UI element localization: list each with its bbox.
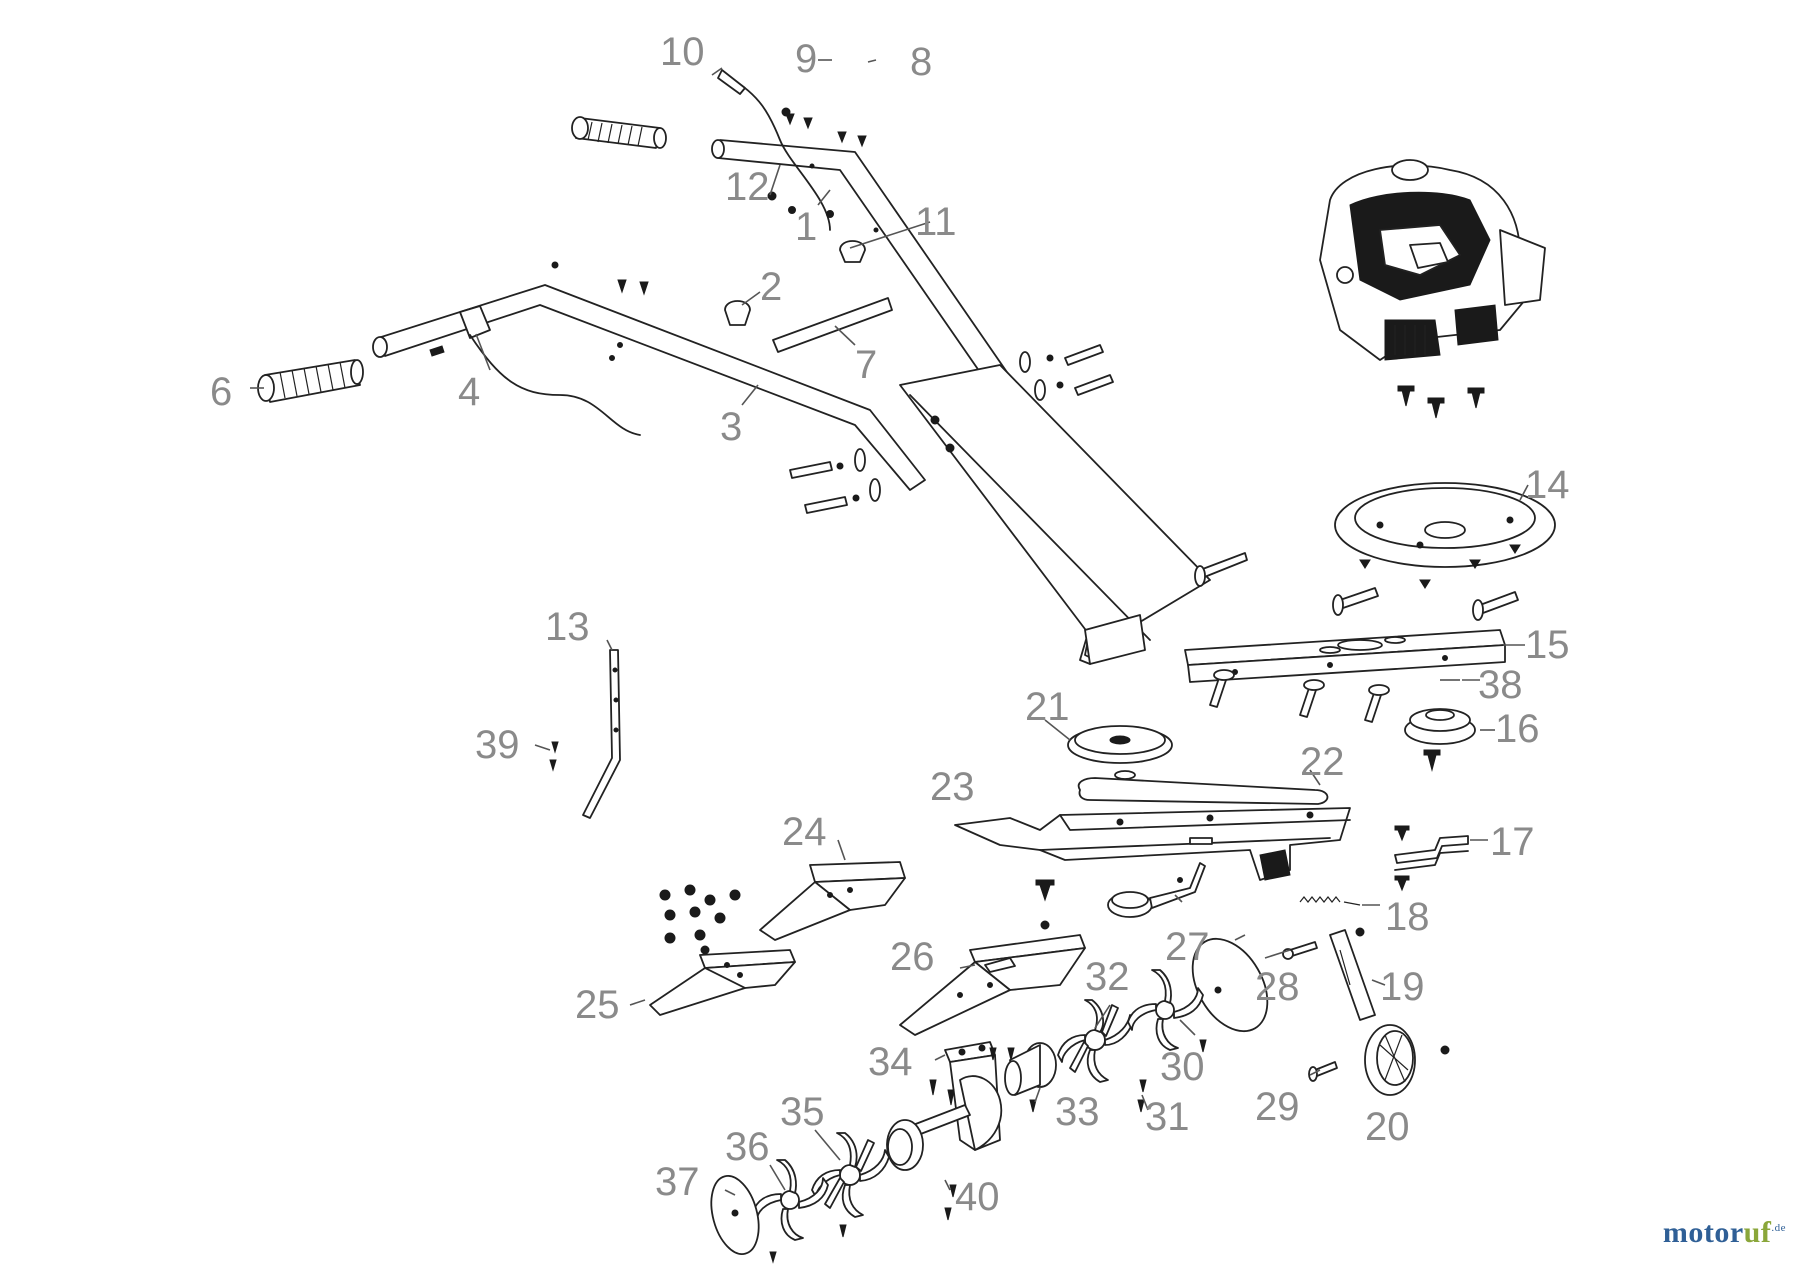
shaft-left (886, 1104, 971, 1171)
plate-bolts (1209, 669, 1390, 723)
skid-13 (582, 649, 621, 819)
callout-8: 8 (910, 40, 932, 84)
cover-25 (649, 949, 796, 1016)
callout-19: 19 (1380, 965, 1425, 1009)
callout-35: 35 (780, 1090, 825, 1134)
callout-36: 36 (725, 1125, 770, 1169)
callout-16: 16 (1495, 707, 1540, 751)
callout-10: 10 (660, 30, 705, 74)
callout-17: 17 (1490, 820, 1535, 864)
plate-15 (1184, 629, 1506, 683)
gearbox-34 (929, 1041, 1015, 1151)
throttle-cable-upper (717, 69, 831, 231)
callout-37: 37 (655, 1160, 700, 1204)
wheel-20 (1364, 1024, 1450, 1096)
cover-26 (899, 934, 1086, 1036)
grip-lower (257, 359, 364, 403)
callout-31: 31 (1145, 1095, 1190, 1139)
disc-right (1191, 937, 1269, 1033)
pulley-21 (1067, 725, 1173, 780)
callout-1: 1 (795, 205, 817, 249)
callout-34: 34 (868, 1040, 913, 1084)
cover-24 (759, 861, 906, 941)
callout-32: 32 (1085, 955, 1130, 999)
callout-6: 6 (210, 370, 232, 414)
callout-9: 9 (795, 37, 817, 81)
callout-23: 23 (930, 765, 975, 809)
plate-7 (772, 297, 893, 353)
callout-21: 21 (1025, 685, 1070, 729)
logo-suffix: .de (1771, 1222, 1786, 1234)
callout-25: 25 (575, 983, 620, 1027)
pulley-16 (1404, 708, 1476, 772)
callout-numbers: 10 9 8 12 1 11 2 7 6 4 3 14 13 15 38 21 … (210, 30, 1570, 1219)
callout-30: 30 (1160, 1045, 1205, 1089)
throttle-lever (429, 305, 641, 436)
callout-26: 26 (890, 935, 935, 979)
motoruf-logo: motoruf.de (1663, 1216, 1786, 1250)
cover-bolts (659, 879, 1055, 955)
callout-24: 24 (782, 810, 827, 854)
disc-37 (710, 1175, 777, 1264)
tine-36 (752, 1159, 829, 1241)
logo-accent: uf (1743, 1216, 1772, 1249)
callout-14: 14 (1525, 463, 1570, 507)
handle-lower-left (372, 261, 926, 491)
chassis-23 (954, 807, 1351, 881)
tine-32 (1057, 999, 1134, 1083)
handle-bracket (899, 364, 1248, 665)
callout-27: 27 (1165, 925, 1210, 969)
grip-upper (571, 116, 667, 149)
callout-11: 11 (915, 200, 957, 244)
callout-15: 15 (1525, 623, 1570, 667)
sleeve-33 (1004, 1042, 1057, 1096)
callout-40: 40 (955, 1175, 1000, 1219)
callout-18: 18 (1385, 895, 1430, 939)
callout-7: 7 (855, 343, 877, 387)
callout-13: 13 (545, 605, 590, 649)
pulley-27 (1107, 862, 1206, 918)
logo-main: motor (1662, 1216, 1744, 1249)
pin-29 (1308, 1061, 1338, 1082)
callout-20: 20 (1365, 1105, 1410, 1149)
spring-18 (1299, 896, 1361, 906)
callout-4: 4 (458, 370, 480, 414)
callout-29: 29 (1255, 1085, 1300, 1129)
engine (1319, 159, 1546, 419)
callout-3: 3 (720, 405, 742, 449)
handle-bolts (617, 107, 1114, 514)
leader-lines (250, 59, 1529, 1196)
flange-14 (1332, 482, 1556, 621)
callout-12: 12 (725, 165, 770, 209)
clamp-2 (724, 240, 866, 326)
callout-33: 33 (1055, 1090, 1100, 1134)
pin-39 (549, 741, 559, 772)
callout-2: 2 (760, 265, 782, 309)
callout-22: 22 (1300, 740, 1345, 784)
belt-22 (1077, 777, 1329, 805)
tine-30 (1127, 969, 1204, 1051)
callout-39: 39 (475, 723, 520, 767)
lever-19 (1329, 927, 1376, 1021)
callout-38: 38 (1478, 663, 1523, 707)
skid-17 (1394, 825, 1469, 892)
tine-35 (811, 1132, 890, 1218)
small-bolts (839, 1039, 1207, 1238)
callout-28: 28 (1255, 965, 1300, 1009)
